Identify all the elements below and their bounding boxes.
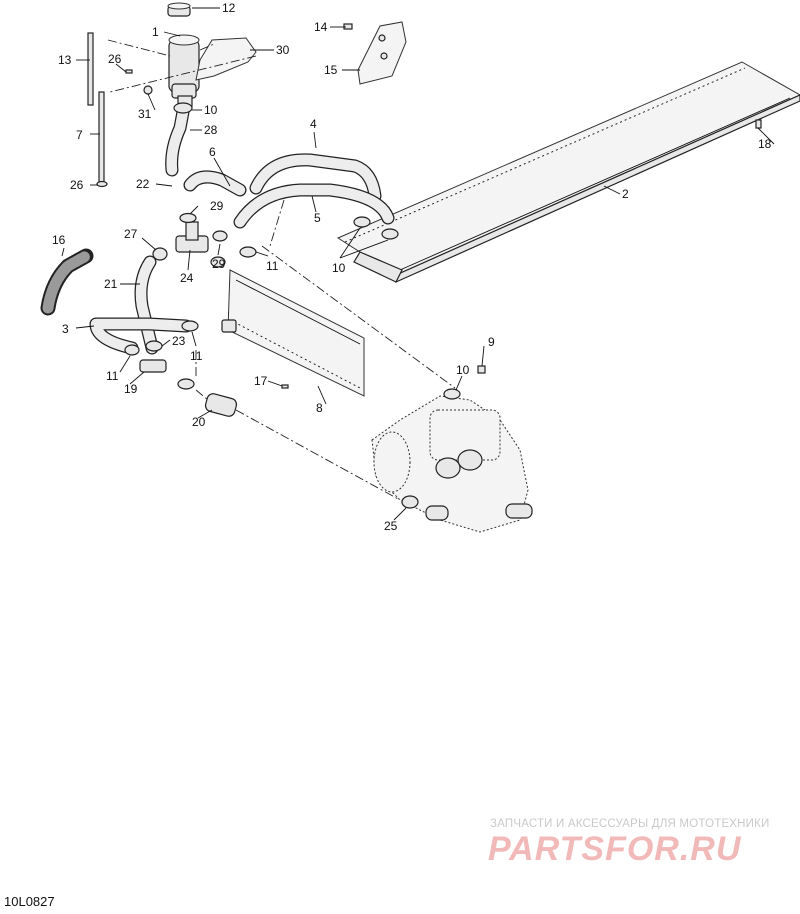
watermark-logo: PARTSFOR.RU xyxy=(488,830,742,868)
callout-19: 19 xyxy=(124,382,138,396)
callout-11-lower: 11 xyxy=(106,369,119,383)
tube-part-7 xyxy=(96,91,108,188)
callout-21: 21 xyxy=(104,277,118,291)
callout-10-radiator: 10 xyxy=(332,261,346,275)
callout-4: 4 xyxy=(310,117,317,131)
assembly-lines xyxy=(107,39,456,501)
connector-part-19 xyxy=(139,359,167,373)
callout-13: 13 xyxy=(58,53,72,67)
callout-2: 2 xyxy=(622,187,629,201)
t-fitting-part-24 xyxy=(175,221,209,253)
callout-31: 31 xyxy=(138,107,152,121)
drawing-code: 10L0827 xyxy=(4,894,55,909)
heat-exchanger-part-2 xyxy=(336,61,800,283)
callouts: 1 2 3 4 5 6 7 8 9 10 10 10 11 11 11 12 1… xyxy=(52,1,772,533)
callout-29-lower: 29 xyxy=(212,257,226,271)
callout-11-middle: 11 xyxy=(190,349,203,363)
callout-18: 18 xyxy=(758,137,772,151)
callout-8: 8 xyxy=(316,401,323,415)
callout-10-tank: 10 xyxy=(204,103,218,117)
callout-5: 5 xyxy=(314,211,321,225)
callout-12: 12 xyxy=(222,1,236,15)
callout-16: 16 xyxy=(52,233,66,247)
callout-23: 23 xyxy=(172,334,186,348)
callout-24: 24 xyxy=(180,271,194,285)
callout-26-lower: 26 xyxy=(70,178,84,192)
callout-9: 9 xyxy=(488,335,495,349)
corrugated-hose-part-16 xyxy=(40,248,94,316)
callout-25: 25 xyxy=(384,519,398,533)
callout-3: 3 xyxy=(62,322,69,336)
callout-17: 17 xyxy=(254,374,268,388)
callout-28: 28 xyxy=(204,123,218,137)
callout-1: 1 xyxy=(152,25,159,39)
engine xyxy=(371,395,533,533)
clamps xyxy=(124,69,762,509)
callout-14: 14 xyxy=(314,20,328,34)
screw-part-14 xyxy=(343,23,353,30)
callout-10-engine: 10 xyxy=(456,363,470,377)
callout-30: 30 xyxy=(276,43,290,57)
watermark-tagline: ЗАПЧАСТИ И АКСЕССУАРЫ ДЛЯ МОТОТЕХНИКИ xyxy=(490,818,770,830)
callout-22: 22 xyxy=(136,177,150,191)
callout-7: 7 xyxy=(76,128,83,142)
panel-part-8 xyxy=(221,269,365,397)
guard-part-15 xyxy=(357,21,407,85)
leader-lines xyxy=(61,7,775,521)
callout-11-upper: 11 xyxy=(266,259,279,273)
coolant-tank-part-1 xyxy=(168,34,200,107)
callout-29-upper: 29 xyxy=(210,199,224,213)
callout-26-upper: 26 xyxy=(108,52,122,66)
bracket-part-30 xyxy=(109,37,257,93)
coupler-part-20 xyxy=(204,393,238,417)
callout-15: 15 xyxy=(324,63,338,77)
hoses xyxy=(89,105,395,355)
callout-6: 6 xyxy=(209,145,216,159)
callout-27: 27 xyxy=(124,227,138,241)
callout-20: 20 xyxy=(192,415,206,429)
tank-cap-part-12 xyxy=(167,2,191,17)
tube-part-13 xyxy=(87,32,94,106)
